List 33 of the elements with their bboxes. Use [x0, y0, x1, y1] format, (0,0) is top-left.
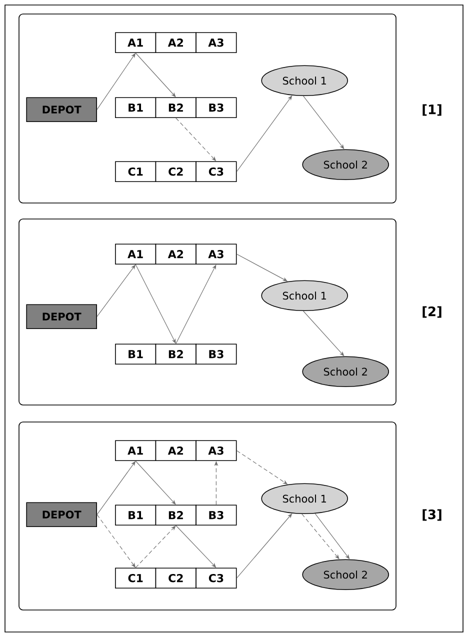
grid-cell: B3 — [196, 344, 237, 364]
grid-cell: A1 — [115, 32, 156, 53]
arrow — [176, 264, 216, 344]
grid-cell: C2 — [155, 568, 196, 588]
depot-box: DEPOT — [26, 502, 97, 527]
grid-cell: B2 — [155, 97, 196, 118]
panel-number: [1] — [422, 104, 442, 116]
grid-cell: B3 — [196, 97, 237, 118]
grid-cell: B2 — [155, 504, 196, 526]
grid-cell: B2 — [155, 344, 196, 364]
grid-cell: B1 — [115, 344, 156, 364]
grid-cell: C1 — [115, 568, 156, 588]
grid-cell: A3 — [196, 244, 237, 264]
grid-cell: B3 — [196, 504, 237, 526]
panel-number: [2] — [422, 306, 442, 318]
grid-cell: C3 — [196, 568, 237, 588]
grid-cell: A3 — [196, 32, 237, 53]
arrow — [135, 526, 176, 568]
grid-cell: C2 — [155, 161, 196, 182]
grid-cell: C3 — [196, 161, 237, 182]
grid-cell: B1 — [115, 504, 156, 526]
panel-number: [3] — [422, 509, 442, 521]
depot-box: DEPOT — [26, 97, 97, 122]
grid-cell: A3 — [196, 440, 237, 461]
grid-cell: A1 — [115, 244, 156, 264]
grid-cell: A2 — [155, 440, 196, 461]
grid-cell: A2 — [155, 32, 196, 53]
grid-cell: C1 — [115, 161, 156, 182]
grid-cell: A1 — [115, 440, 156, 461]
grid-cell: B1 — [115, 97, 156, 118]
grid-cell: A2 — [155, 244, 196, 264]
arrow — [302, 514, 340, 560]
depot-box: DEPOT — [26, 304, 97, 329]
